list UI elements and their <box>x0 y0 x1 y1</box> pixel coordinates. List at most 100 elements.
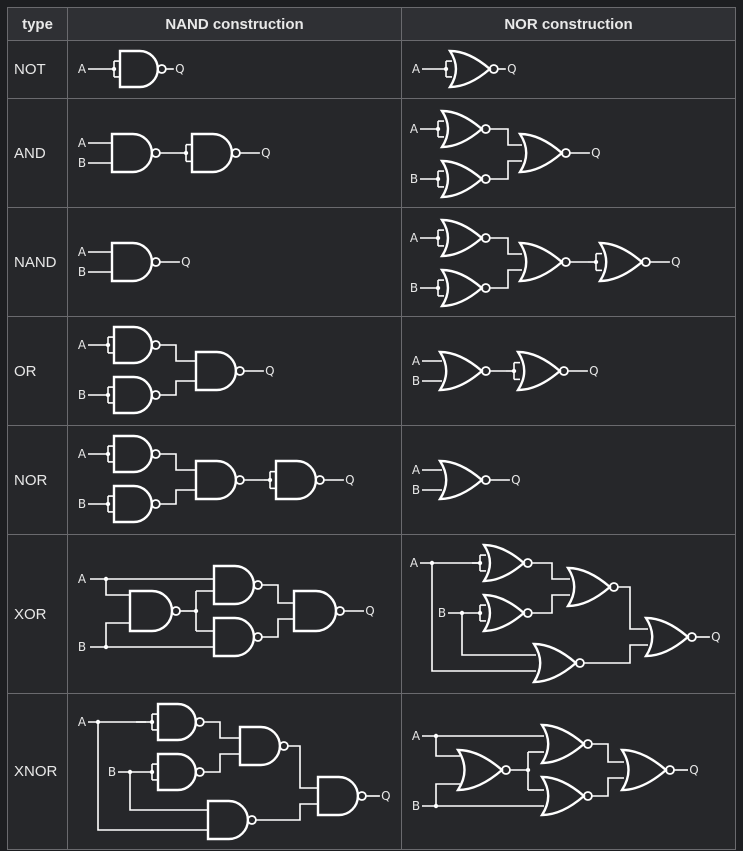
junction-dot <box>149 769 155 775</box>
signal-label: B <box>438 606 446 620</box>
wire <box>461 613 536 656</box>
nor-gate <box>481 593 526 633</box>
wire <box>105 579 130 596</box>
signal-label: Q <box>671 255 680 269</box>
inverter-bubble <box>488 64 499 74</box>
wire <box>489 160 522 180</box>
nor-nor-circuit: ABQ <box>412 459 521 501</box>
inverter-bubble <box>522 558 533 568</box>
junction-dot <box>511 368 517 374</box>
signal-label: B <box>78 388 86 402</box>
row-type-nor: NOR <box>7 425 68 535</box>
nor-gate <box>439 268 484 308</box>
junction-dot <box>443 66 449 72</box>
nand-gate <box>194 350 238 392</box>
nor-gate <box>515 350 562 392</box>
signal-label: A <box>410 122 419 136</box>
signal-label: A <box>412 463 421 477</box>
nand-gate <box>212 564 256 606</box>
inverter-bubble <box>480 124 491 134</box>
inverter-bubble <box>151 257 161 267</box>
inverter-bubble <box>480 283 491 293</box>
wire <box>435 736 460 757</box>
signal-label: B <box>410 172 418 186</box>
signal-label: A <box>412 729 421 743</box>
signal-label: Q <box>381 789 390 803</box>
signal-label: A <box>410 231 419 245</box>
header-nand-construction: NAND construction <box>67 7 402 41</box>
nand-xor-circuit: ABQ <box>78 564 375 658</box>
junction-dot <box>111 66 117 72</box>
row-type-nand: NAND <box>7 207 68 317</box>
wire <box>159 344 196 362</box>
row-type-xor: XOR <box>7 534 68 694</box>
nor-xnor-circuit: ABQ <box>412 723 699 817</box>
row-type-or: OR <box>7 316 68 426</box>
header-type: type <box>7 7 68 41</box>
nand-gate <box>112 325 153 365</box>
nor-gate <box>437 459 484 501</box>
junction-dot <box>435 235 441 241</box>
wire <box>159 489 196 505</box>
nor-gate <box>517 241 564 283</box>
nand-xnor-circuit: ABQ <box>78 702 391 841</box>
nand-gate <box>110 132 154 174</box>
nor-gate <box>439 218 484 258</box>
nand-gate <box>110 241 154 283</box>
signal-label: A <box>78 136 87 150</box>
nand-gate <box>112 484 153 524</box>
nand-gate <box>212 616 256 658</box>
wire <box>203 721 240 739</box>
wire <box>583 644 648 664</box>
signal-label: B <box>412 374 420 388</box>
signal-label: B <box>78 497 86 511</box>
wire <box>489 269 522 289</box>
junction-dot <box>105 392 111 398</box>
nand-gate <box>206 799 250 841</box>
nand-gate <box>112 434 153 474</box>
signal-label: B <box>412 799 420 813</box>
nor-nand-circuit: ABQ <box>410 218 681 308</box>
signal-label: B <box>412 483 420 497</box>
signal-label: A <box>412 354 421 368</box>
row-type-xnor: XNOR <box>7 693 68 850</box>
wire <box>159 453 196 471</box>
inverter-bubble <box>314 475 325 485</box>
nand-gate <box>156 702 197 742</box>
nand-gate <box>128 589 174 633</box>
wire <box>287 745 318 789</box>
inverter-bubble <box>481 475 491 485</box>
nor-gate <box>531 642 578 684</box>
nor-gate <box>439 109 484 149</box>
inverter-bubble <box>480 174 491 184</box>
junction-dot <box>183 150 189 156</box>
nor-gate <box>455 748 504 792</box>
nor-gate <box>439 159 484 199</box>
junction-dot <box>267 477 273 483</box>
junction-dot <box>105 501 111 507</box>
signal-label: Q <box>591 146 600 160</box>
wire <box>617 586 648 630</box>
signal-label: Q <box>365 604 374 618</box>
nor-and-circuit: A B Q <box>410 109 601 199</box>
signal-label: Q <box>589 364 598 378</box>
wire <box>255 803 318 821</box>
nand-gate <box>238 725 282 767</box>
signal-label: B <box>108 765 116 779</box>
wire <box>261 584 294 604</box>
nor-gate <box>619 748 668 792</box>
nand-gate <box>194 459 238 501</box>
nand-nor-circuit: ABQ <box>78 434 355 524</box>
junction-dot <box>593 259 599 265</box>
signal-label: A <box>410 556 419 570</box>
nor-gate <box>539 723 586 765</box>
